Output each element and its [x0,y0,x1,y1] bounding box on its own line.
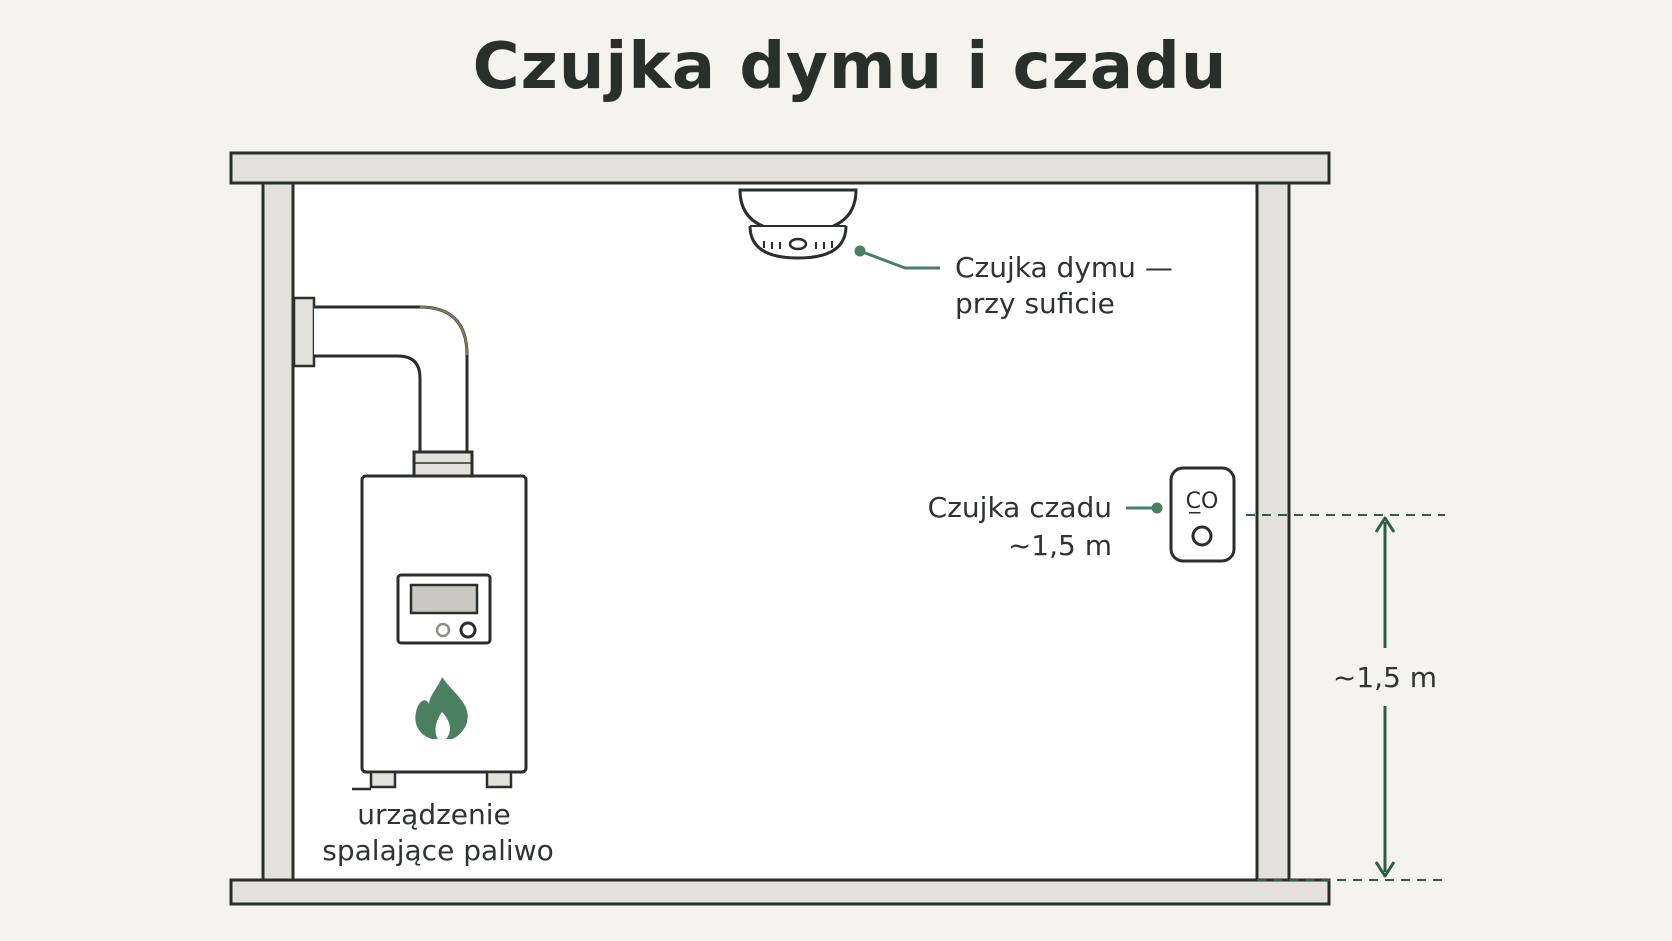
appliance-label-line2: spalające paliwo [322,834,553,867]
ceiling-slab [229,151,1331,185]
co-detector-leader [1126,502,1163,514]
smoke-detector-label-line1: Czujka dymu — [955,251,1173,284]
co-detector-label-line1: Czujka czadu [928,491,1112,524]
flame-icon [415,677,468,739]
co-detector-label-line2: ~1,5 m [1008,529,1112,562]
smoke-detector-icon [738,188,858,260]
co-detector-icon: C̲O [1169,466,1236,563]
appliance-label-line1: urządzenie [357,798,511,831]
flue-pipe-icon [292,296,474,478]
floor-slab [229,878,1331,906]
diagram-title: Czujka dymu i czadu [472,30,1228,104]
co-detector-face-text: C̲O [1186,489,1219,514]
boiler-icon [352,474,528,791]
height-dimension-label: ~1,5 m [1333,661,1437,694]
left-wall [261,181,295,882]
height-dimension [1246,514,1445,881]
smoke-detector-label-line2: przy suficie [955,287,1115,320]
right-wall [1255,181,1291,882]
smoke-detector-leader [854,245,940,270]
boiler-control-panel [396,573,492,645]
